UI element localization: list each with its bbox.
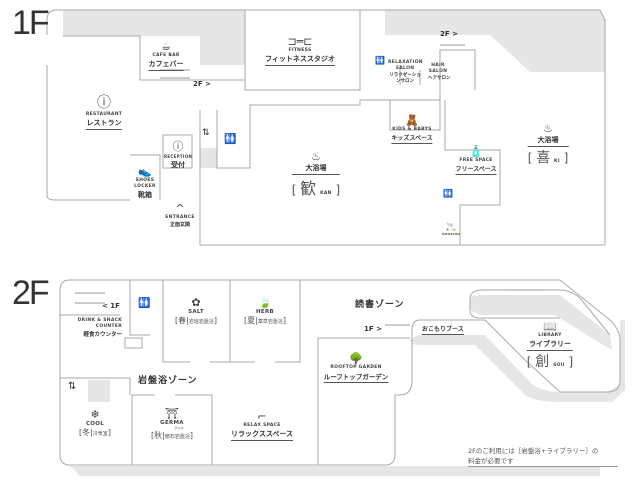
stairs-to-1f[interactable]: < 1F <box>102 302 120 310</box>
stone-bath-icon: ⛩ <box>165 407 179 420</box>
floor-1-label: 1F <box>12 4 50 42</box>
restroom-icon: 🚻 <box>375 56 385 65</box>
hot-spring-icon: ♨ <box>543 122 553 135</box>
leaf-icon: 🍃 <box>258 296 272 309</box>
elevator-icon: ⇅ <box>202 128 210 138</box>
smoking-area[interactable]: 🚬SMOKING <box>441 222 461 236</box>
cutlery-icon: ⓘ <box>96 95 111 111</box>
teddy-bear-icon: 🧸 <box>405 114 419 127</box>
floor-2-label: 2F <box>12 274 50 312</box>
bath-kan[interactable]: ♨大浴場[ 歓 KAN ] <box>291 150 341 198</box>
chevron-up-icon: ^ <box>175 202 185 215</box>
shoe-icon: 👟 <box>138 165 152 178</box>
lounge-chair-icon: ⌐ <box>257 410 267 423</box>
usage-note: 2Fのご利用には［岩盤浴+ライブラリー］の料金が必要です <box>468 446 618 467</box>
flower-icon: ✿ <box>191 296 201 309</box>
book-icon: 📖 <box>543 320 557 333</box>
stairs-to-2f[interactable]: 2F > <box>440 30 458 38</box>
hot-spring-icon: ♨ <box>311 150 321 163</box>
elevator-icon: ⇅ <box>68 381 77 392</box>
info-icon: ⓘ <box>172 140 184 153</box>
reading-zone-label: 読書ゾーン <box>355 300 405 310</box>
salt-room[interactable]: ✿SALT[春|岩塩岩盤浴] <box>175 296 217 325</box>
cigarette-icon: 🚬 <box>446 222 456 231</box>
herb-room[interactable]: 🍃HERB[夏|薬草岩盤浴] <box>244 296 286 325</box>
stairs-to-2f[interactable]: 2F > <box>193 80 211 88</box>
ganban-zone-label: 岩盤浴ゾーン <box>138 376 198 386</box>
cool-room[interactable]: ❄COOL[冬|冷気室] <box>79 408 111 437</box>
tree-hill-icon: 🌳 <box>349 352 363 365</box>
vending-machine-icon: 🧴 <box>469 145 483 158</box>
restroom-icon: 🚻 <box>224 134 237 145</box>
restroom-icon: 🚻 <box>443 189 453 198</box>
bath-ki[interactable]: ♨大浴場[ 喜 KI ] <box>527 122 569 166</box>
coffee-cup-icon: ☕ <box>161 40 171 53</box>
snowflake-icon: ❄ <box>90 408 100 421</box>
dumbbell-icon: ⊐═⊏ <box>287 35 313 48</box>
stairs-to-1f[interactable]: 1F > <box>364 325 382 333</box>
okomori-booth[interactable]: おこもりブース <box>422 326 464 335</box>
restroom-icon: 🚻 <box>138 298 151 309</box>
